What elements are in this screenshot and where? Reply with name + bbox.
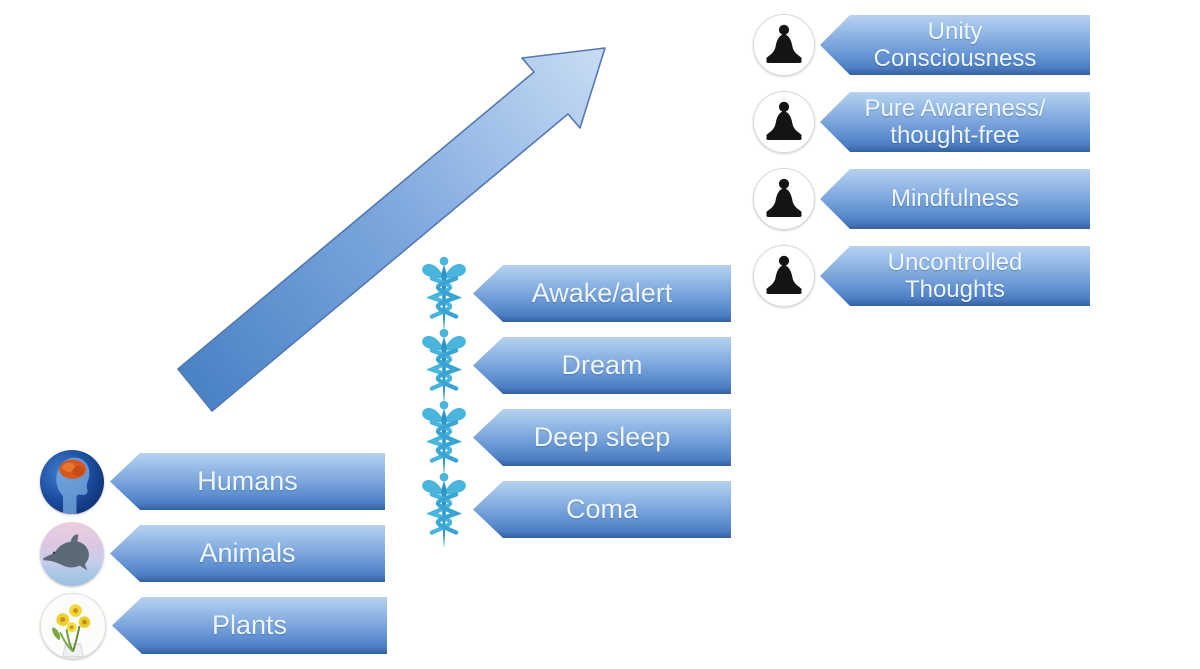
banner-plants: Plants: [112, 597, 387, 654]
row-plants: Plants: [40, 592, 387, 659]
banner-pure-awareness: Pure Awareness/ thought-free: [820, 92, 1090, 152]
human-brain-icon: [56, 457, 90, 514]
group-meditation-states: Unity Consciousness Pure Awareness/ thou…: [753, 14, 1090, 323]
meditator-icon: [766, 178, 802, 217]
banner-label: Awake/alert: [531, 278, 673, 309]
row-coma: Coma: [418, 472, 731, 549]
group-beings: Humans Animals: [40, 449, 387, 669]
banner-label: Dream: [561, 350, 643, 381]
flowers-icon: [52, 603, 91, 657]
caduceus-box: [418, 400, 473, 477]
meditator-avatar: [753, 168, 815, 230]
row-awake-alert: Awake/alert: [418, 256, 731, 333]
row-dream: Dream: [418, 328, 731, 405]
banner-awake-alert: Awake/alert: [473, 265, 731, 322]
banner-label: Uncontrolled Thoughts: [887, 248, 1023, 303]
caduceus-box: [418, 256, 473, 333]
consciousness-levels-diagram: Unity Consciousness Pure Awareness/ thou…: [40, 14, 1090, 659]
meditator-icon: [766, 101, 802, 140]
meditator-avatar: [753, 245, 815, 307]
banner-dream: Dream: [473, 337, 731, 394]
banner-label: Pure Awareness/ thought-free: [864, 94, 1046, 149]
row-animals: Animals: [40, 521, 387, 586]
row-uncontrolled-thoughts: Uncontrolled Thoughts: [753, 245, 1090, 307]
row-unity-consciousness: Unity Consciousness: [753, 14, 1090, 76]
caduceus-box: [418, 328, 473, 405]
banner-coma: Coma: [473, 481, 731, 538]
row-deep-sleep: Deep sleep: [418, 400, 731, 477]
dolphin-icon: [43, 533, 89, 571]
banner-label: Unity Consciousness: [873, 17, 1037, 72]
banner-label: Plants: [211, 610, 288, 641]
meditator-avatar: [753, 14, 815, 76]
group-medical-states: Awake/alert Dream: [418, 256, 731, 553]
dolphin-photo: [40, 521, 104, 586]
caduceus-box: [418, 472, 473, 549]
meditator-avatar: [753, 91, 815, 153]
row-mindfulness: Mindfulness: [753, 168, 1090, 230]
banner-label: Animals: [199, 538, 296, 569]
banner-humans: Humans: [110, 453, 385, 510]
banner-deep-sleep: Deep sleep: [473, 409, 731, 466]
banner-label: Deep sleep: [533, 422, 671, 453]
meditator-icon: [766, 24, 802, 63]
human-head-brain-photo: [40, 449, 104, 514]
banner-unity-consciousness: Unity Consciousness: [820, 15, 1090, 75]
yellow-flowers-photo: [40, 592, 106, 659]
row-humans: Humans: [40, 449, 387, 514]
banner-label: Mindfulness: [890, 185, 1020, 213]
banner-label: Coma: [565, 494, 639, 525]
row-pure-awareness: Pure Awareness/ thought-free: [753, 91, 1090, 153]
caduceus-icon: [422, 472, 466, 549]
meditator-icon: [766, 255, 802, 294]
banner-mindfulness: Mindfulness: [820, 169, 1090, 229]
banner-label: Humans: [197, 466, 298, 497]
banner-uncontrolled-thoughts: Uncontrolled Thoughts: [820, 246, 1090, 306]
banner-animals: Animals: [110, 525, 385, 582]
